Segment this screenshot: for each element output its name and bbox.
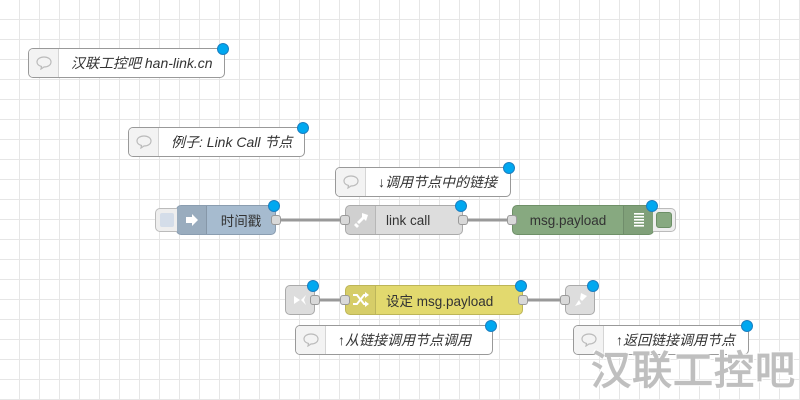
input-port[interactable] (340, 215, 350, 225)
comment-icon (29, 49, 59, 77)
inject-label: 时间戳 (220, 214, 262, 229)
link-call-icon (346, 206, 376, 234)
comment-node-han-link[interactable]: 汉联工控吧 han-link.cn (28, 43, 229, 78)
changed-indicator (503, 162, 515, 174)
comment-icon (574, 326, 604, 354)
output-port[interactable] (271, 215, 281, 225)
changed-indicator (307, 280, 319, 292)
debug-label: msg.payload (529, 212, 607, 228)
debug-toggle-button[interactable] (653, 208, 676, 232)
link-call-node[interactable]: link call (340, 200, 468, 235)
comment-icon (296, 326, 326, 354)
link-out-node[interactable] (560, 280, 599, 315)
changed-indicator (455, 200, 467, 212)
comment-node-called-from[interactable]: ↑从链接调用节点调用 (295, 320, 497, 355)
output-port[interactable] (458, 215, 468, 225)
comment-node-example[interactable]: 例子: Link Call 节点 (128, 122, 309, 157)
link-in-node[interactable] (285, 280, 320, 315)
change-node[interactable]: 设定 msg.payload (340, 280, 528, 315)
input-port[interactable] (340, 295, 350, 305)
inject-arrow-icon (177, 206, 207, 234)
link-in-icon (286, 286, 314, 314)
comment-label: ↓调用节点中的链接 (378, 174, 497, 190)
comment-icon (336, 168, 366, 196)
changed-indicator (515, 280, 527, 292)
changed-indicator (268, 200, 280, 212)
comment-node-return[interactable]: ↑返回链接调用节点 (573, 320, 753, 355)
inject-node[interactable]: 时间戳 (155, 200, 281, 235)
shuffle-icon (346, 286, 376, 314)
changed-indicator (646, 200, 658, 212)
link-out-icon (566, 286, 594, 314)
debug-node[interactable]: msg.payload (507, 200, 676, 235)
comment-icon (129, 128, 159, 156)
comment-node-link-call-desc[interactable]: ↓调用节点中的链接 (335, 162, 515, 197)
changed-indicator (587, 280, 599, 292)
comment-label: ↑从链接调用节点调用 (338, 332, 471, 348)
link-call-label: link call (386, 212, 431, 228)
output-port[interactable] (310, 295, 320, 305)
input-port[interactable] (560, 295, 570, 305)
input-port[interactable] (507, 215, 517, 225)
comment-label: ↑返回链接调用节点 (616, 332, 735, 348)
comment-label: 汉联工控吧 han-link.cn (71, 55, 213, 71)
changed-indicator (485, 320, 497, 332)
changed-indicator (217, 43, 229, 55)
changed-indicator (741, 320, 753, 332)
inject-trigger-button[interactable] (155, 208, 177, 232)
comment-label: 例子: Link Call 节点 (171, 134, 293, 150)
watermark: 汉联工控吧 (591, 348, 796, 394)
changed-indicator (297, 122, 309, 134)
output-port[interactable] (518, 295, 528, 305)
change-label: 设定 msg.payload (386, 294, 494, 309)
